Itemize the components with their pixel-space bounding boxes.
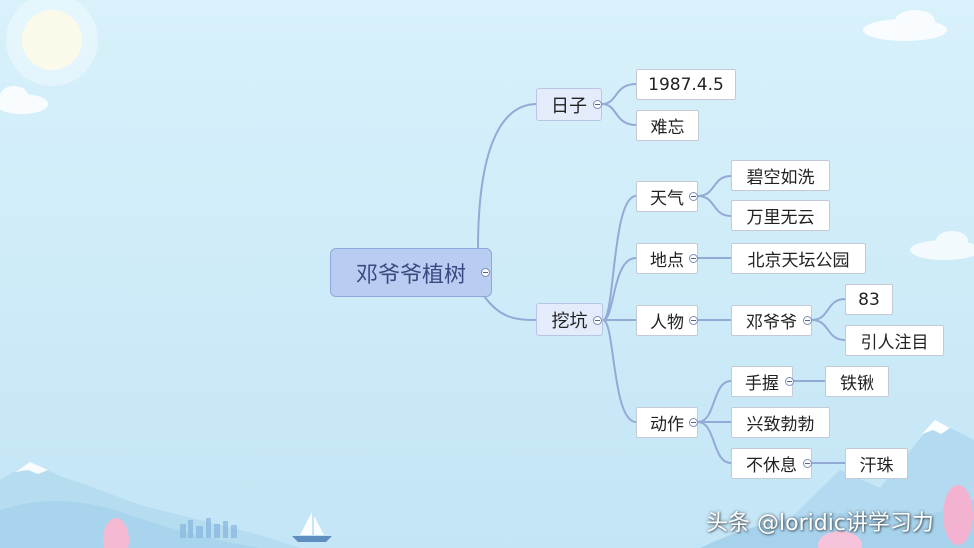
topic-xingzhi[interactable]: 兴致勃勃	[731, 407, 830, 438]
topic-nanwang[interactable]: 难忘	[636, 110, 699, 141]
connector-rizi-date	[601, 83, 637, 105]
topic-bikong-label: 碧空如洗	[746, 168, 815, 188]
collapse-toggle-renwu[interactable]	[689, 316, 698, 325]
topic-didian-label: 地点	[650, 251, 684, 271]
sailboat	[292, 512, 332, 542]
sun	[22, 10, 82, 70]
collapse-toggle-wakeng[interactable]	[593, 316, 602, 325]
topic-yinren-label: 引人注目	[860, 333, 929, 353]
collapse-toggle-tianqi[interactable]	[689, 192, 698, 201]
root-topic[interactable]: 邓爷爷植树	[330, 248, 492, 297]
topic-tieqiao[interactable]: 铁锹	[825, 366, 889, 397]
collapse-toggle-shouwo[interactable]	[785, 377, 794, 386]
topic-buxiuxi[interactable]: 不休息	[731, 448, 812, 479]
topic-shouwo[interactable]: 手握	[731, 366, 793, 397]
cloud-top-left	[0, 86, 48, 114]
collapse-toggle-root[interactable]	[481, 268, 490, 277]
connector-wakeng-didian	[602, 257, 637, 321]
mountain-left-snow	[15, 462, 48, 474]
topic-dengyeye-label: 邓爷爷	[746, 313, 797, 333]
topic-buxiuxi-label: 不休息	[746, 456, 797, 476]
connector-root-rizi	[477, 103, 538, 251]
topic-wanli[interactable]: 万里无云	[731, 200, 830, 231]
pink-tree-right	[943, 485, 973, 545]
topic-tieqiao-label: 铁锹	[840, 374, 874, 394]
connector-wakeng-dongzuo	[602, 319, 637, 423]
connector-rizi-nanwang	[601, 103, 637, 126]
watermark-text: 头条 @loridic讲学习力	[706, 511, 934, 536]
connector-dongzuo-buxiuxi	[697, 421, 732, 464]
topic-wakeng[interactable]: 挖坑	[536, 303, 603, 336]
connectors	[477, 83, 846, 464]
topic-tianqi-label: 天气	[650, 189, 684, 209]
topic-dongzuo[interactable]: 动作	[636, 407, 698, 438]
topic-bikong[interactable]: 碧空如洗	[731, 160, 830, 191]
topic-wanli-label: 万里无云	[746, 208, 815, 228]
topic-tianqi[interactable]: 天气	[636, 181, 698, 212]
topic-tiantan-label: 北京天坛公园	[747, 251, 850, 271]
connector-wakeng-tianqi	[602, 195, 637, 321]
topic-yinren[interactable]: 引人注目	[845, 325, 944, 356]
topic-didian[interactable]: 地点	[636, 243, 698, 274]
collapse-toggle-buxiuxi[interactable]	[803, 459, 812, 468]
topic-dongzuo-label: 动作	[650, 415, 684, 435]
topic-83[interactable]: 83	[845, 284, 893, 315]
topic-tiantan[interactable]: 北京天坛公园	[731, 243, 866, 274]
skyline	[180, 518, 237, 538]
hill-left-front	[0, 501, 260, 548]
cloud-top-right	[863, 10, 947, 41]
topic-shouwo-label: 手握	[745, 374, 779, 394]
collapse-toggle-dongzuo[interactable]	[689, 418, 698, 427]
topic-renwu[interactable]: 人物	[636, 305, 698, 336]
topic-renwu-label: 人物	[650, 313, 684, 333]
collapse-toggle-didian[interactable]	[689, 254, 698, 263]
connector-tianqi-2	[697, 195, 732, 217]
connector-dengyeye-yinren	[811, 319, 846, 341]
topic-nanwang-label: 难忘	[650, 118, 685, 138]
connector-root-wakeng	[483, 295, 538, 321]
pink-tree-right-2	[818, 531, 862, 548]
root-topic-label: 邓爷爷植树	[355, 262, 466, 288]
topic-83-label: 83	[858, 289, 880, 310]
connector-tianqi-1	[697, 175, 732, 197]
collapse-toggle-dengyeye[interactable]	[803, 316, 812, 325]
topic-hanzhu-label: 汗珠	[859, 456, 894, 476]
topic-hanzhu[interactable]: 汗珠	[845, 448, 908, 479]
topic-xingzhi-label: 兴致勃勃	[746, 415, 815, 435]
topic-dengyeye[interactable]: 邓爷爷	[731, 305, 812, 336]
connector-dengyeye-83	[811, 298, 846, 321]
topic-rizi[interactable]: 日子	[536, 88, 602, 121]
hill-right-front	[700, 500, 974, 548]
topic-rizi-label: 日子	[551, 95, 587, 117]
topic-date-label: 1987.4.5	[648, 74, 724, 95]
connector-dongzuo-shouwo	[697, 380, 732, 423]
collapse-toggle-rizi[interactable]	[593, 100, 602, 109]
topic-date[interactable]: 1987.4.5	[636, 69, 736, 100]
mountain-right-snow	[922, 420, 950, 434]
cloud-mid-right	[910, 231, 974, 260]
pink-tree-left	[103, 518, 129, 548]
topic-wakeng-label: 挖坑	[551, 310, 588, 332]
